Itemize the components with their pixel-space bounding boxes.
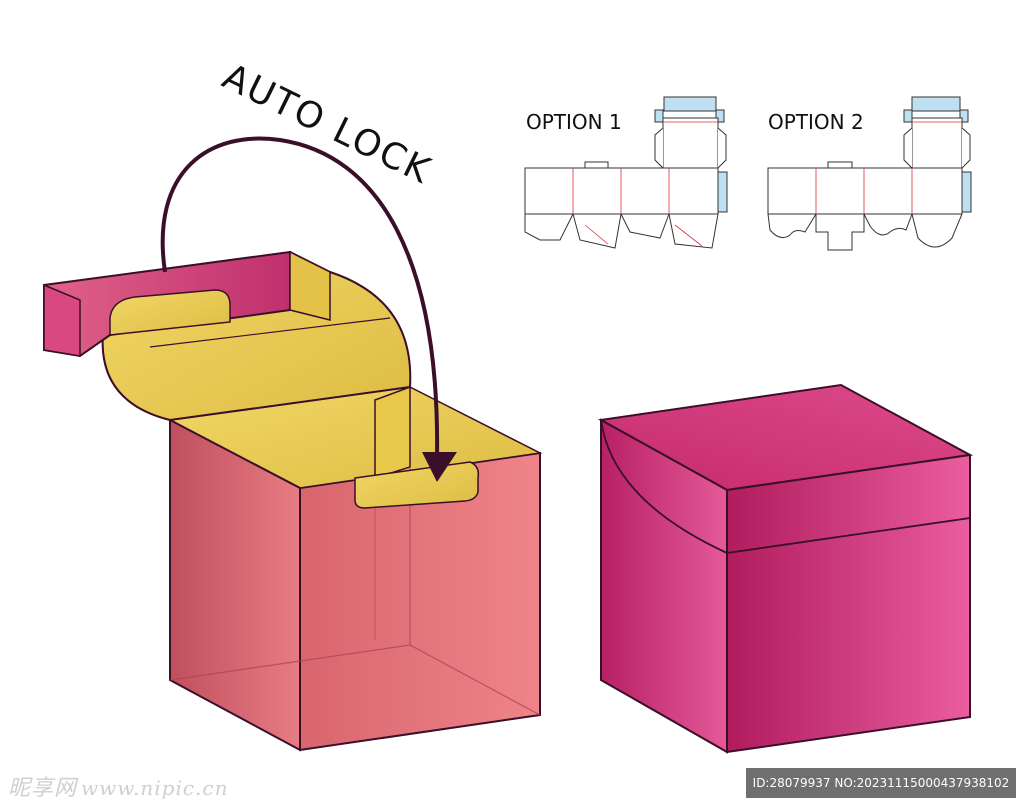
open-box-interior-flap-right	[374, 385, 411, 480]
open-box	[43, 250, 543, 752]
option-2-glue-side	[961, 171, 972, 213]
option-1-main-strip	[524, 167, 719, 215]
option-1-lid-panel	[662, 117, 719, 169]
option-1-glue-side	[717, 171, 728, 213]
option-1-label: OPTION 1	[526, 110, 622, 134]
closed-box-right	[726, 453, 971, 754]
option-1-glue-tab-top	[663, 96, 717, 112]
option-2-label: OPTION 2	[768, 110, 864, 134]
open-box-lid-tab	[109, 289, 231, 336]
option-2-lid-flap-right	[961, 127, 971, 169]
option-2-bottom-flap-1	[767, 213, 817, 239]
auto-lock-label: AUTO LOCK	[216, 56, 438, 192]
option-2-glue-tab-top	[911, 96, 961, 112]
option-1-bottom-diag-2	[674, 224, 703, 247]
watermark-id-badge: ID:28079937 NO:20231115000437938102	[746, 768, 1016, 798]
option-2-side-glue-left	[903, 109, 913, 123]
option-1-lid-flap-right	[717, 127, 727, 169]
option-1-bottom-flap-4	[668, 213, 719, 249]
open-box-lid-end	[43, 283, 81, 357]
option-2-bottom-flap-2	[815, 214, 865, 251]
watermark-url: www.nipic.cn	[81, 776, 229, 800]
option-1-side-glue-right	[715, 109, 725, 123]
closed-box	[597, 383, 974, 754]
option-1-lid-flap-left	[654, 127, 664, 169]
watermark-site: 昵享网	[8, 776, 78, 801]
option-1-bottom-flap-2	[572, 213, 622, 249]
option-2-main-strip	[767, 167, 963, 215]
option-1-bottom-flap-1	[524, 213, 574, 241]
option-1-top-tab	[584, 161, 609, 169]
option-2-lid-flap-left	[903, 127, 913, 169]
open-box-lid-flap	[289, 250, 331, 321]
auto-lock-arrowhead	[422, 452, 457, 482]
option-1-bottom-flap-3	[620, 213, 670, 239]
option-1-bottom-diag-1	[584, 224, 609, 245]
dieline-option-2: OPTION 2	[767, 96, 972, 251]
dieline-option-1: OPTION 1	[524, 96, 728, 249]
open-box-front-panel	[169, 418, 301, 752]
closed-box-lid-seam	[726, 517, 971, 554]
option-2-top-tab	[827, 161, 853, 169]
open-box-lid-fold-line	[149, 317, 391, 348]
closed-box-lid-curve	[600, 419, 728, 554]
option-1-side-glue-left	[654, 109, 664, 123]
option-2-lid-panel	[911, 117, 963, 169]
option-2-bottom-flap-3	[863, 213, 913, 236]
open-box-lock-slot	[354, 461, 480, 509]
option-2-side-glue-right	[959, 109, 969, 123]
auto-lock-arrow	[160, 136, 440, 459]
option-2-bottom-flap-4	[911, 213, 963, 248]
